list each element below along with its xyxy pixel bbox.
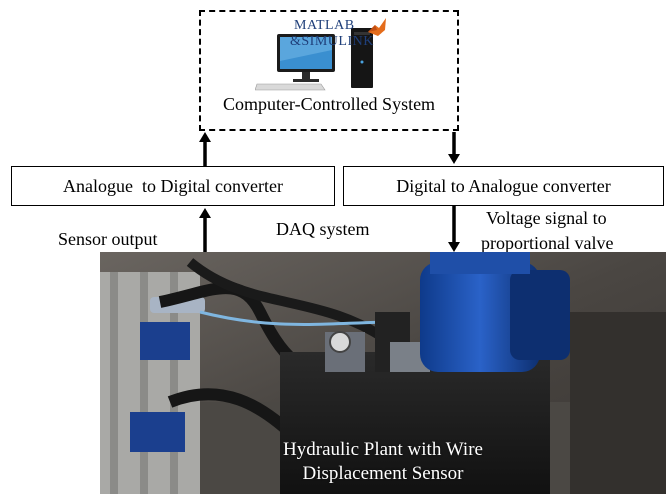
plant-label-line-1: Hydraulic Plant with Wire (283, 439, 483, 460)
voltage-signal-label-line-1: Voltage signal to (486, 208, 607, 228)
hydraulic-plant-photo (100, 252, 666, 494)
plant-label-line-2: Displacement Sensor (302, 463, 464, 484)
dac-label: Digital to Analogue converter (396, 175, 611, 196)
arrowhead-computer-to-dac (448, 154, 460, 164)
arrowhead-dac-to-valve (448, 242, 460, 252)
sensor-output-label: Sensor output (58, 229, 158, 249)
arrowhead-adc-to-computer (199, 132, 211, 142)
computer-controlled-system-label: Computer-Controlled System (222, 94, 436, 114)
daq-system-label: DAQ system (276, 219, 370, 239)
dac-box: Digital to Analogue converter (343, 166, 664, 206)
arrowhead-sensor-to-adc (199, 208, 211, 218)
adc-label: Analogue to Digital converter (63, 175, 283, 196)
adc-box: Analogue to Digital converter (11, 166, 335, 206)
logo-line-2: &SIMULINK (290, 34, 374, 49)
matlab-membrane-icon (368, 18, 386, 36)
voltage-signal-label-line-2: proportional valve (481, 233, 614, 253)
matlab-simulink-logo: MATLAB &SIMULINK (288, 14, 392, 58)
logo-line-1: MATLAB (294, 18, 355, 33)
computer-icon (255, 28, 373, 91)
computer-controlled-system-frame (199, 10, 459, 131)
